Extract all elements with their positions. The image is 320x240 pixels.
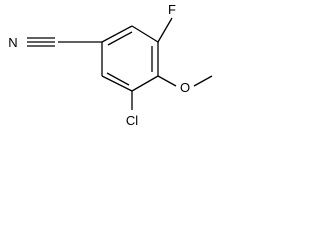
atom-label-fluorine: F	[168, 2, 176, 17]
ring-bond-c4-c5	[131, 75, 159, 92]
ring-bond-c5-c6	[101, 75, 133, 92]
ring-double-bond-c5-c6	[106, 72, 130, 86]
bond-c-f	[157, 17, 173, 43]
ring-double-bond-c1-c2	[107, 31, 133, 46]
atom-label-nitrogen: N	[8, 35, 17, 50]
ring-bond-c2-c3	[131, 25, 159, 43]
bond-c-o	[157, 75, 177, 87]
atom-label-oxygen: O	[180, 80, 190, 95]
molecule-structure: F O Cl N	[8, 2, 213, 128]
atom-label-chlorine: Cl	[126, 113, 138, 128]
ring-bond-c1-c2	[101, 25, 133, 43]
bond-o-ch3	[193, 75, 213, 87]
